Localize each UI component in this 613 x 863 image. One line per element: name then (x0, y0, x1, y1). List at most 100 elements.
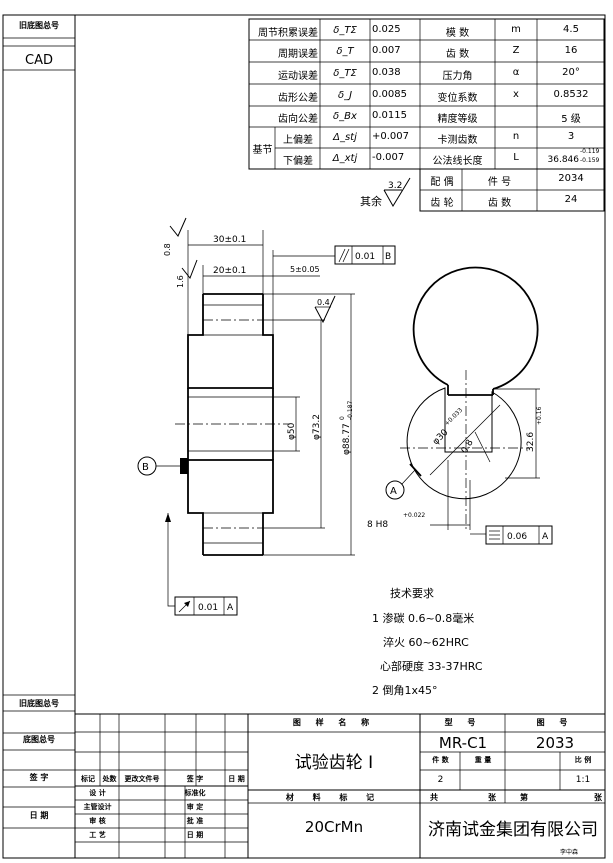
param-val2-6: 36.846 (547, 155, 580, 165)
runout-ref: A (227, 603, 234, 613)
param-val-1: 0.007 (372, 45, 401, 56)
mate-part-label: 件 号 (487, 177, 512, 188)
dim-5: 5±0.05 (290, 265, 320, 274)
dim-d8877-tol: -0.187 (347, 400, 354, 420)
dim-30: 30±0.1 (213, 235, 246, 245)
tb-qty-label: 件 数 (432, 756, 449, 764)
param-val2-5: 3 (567, 131, 575, 142)
param-val-6: -0.007 (372, 152, 405, 163)
parallelism-ref: B (385, 252, 391, 262)
tb-scale: 1:1 (575, 775, 591, 785)
param-name2-2: 压力角 (442, 71, 473, 82)
dims-width: 30±0.1 20±0.1 5±0.05 0.8 1.6 0.01 B 0.4 (163, 217, 396, 335)
runout-value: 0.01 (198, 603, 218, 613)
param-name2-5: 卡测齿数 (437, 135, 478, 146)
rev-label-count: 处数 (102, 775, 117, 783)
param-val2-3: 0.8532 (553, 89, 589, 100)
dim-keyw: 8 H8 (367, 520, 388, 530)
param-name2-1: 齿 数 (445, 49, 470, 60)
surface-finish-other: 其余 3.2 (360, 177, 411, 208)
param-name-0: 周节积累误差 (258, 28, 318, 39)
rough-08: 0.8 (163, 243, 172, 256)
param-sym2-5: n (512, 131, 520, 142)
symmetry-ref: A (542, 532, 549, 542)
tb-qty: 2 (437, 775, 444, 785)
tb-footer: 李中森 (560, 849, 579, 856)
sign-date: 日 期 (186, 831, 204, 839)
mate-gear-label: 齿 轮 (430, 198, 454, 209)
gear-section (175, 293, 290, 556)
dim-d8877-tol-up: 0 (339, 416, 346, 420)
dim-d50: φ50 (287, 422, 297, 440)
rev-label-date: 日 期 (228, 775, 245, 783)
datum-b-runout: B 0.01 A (137, 456, 238, 616)
note-2: 淬火 60~62HRC (383, 636, 469, 649)
tb-total-label: 共 (430, 793, 438, 802)
param-name2-0: 模 数 (445, 28, 470, 39)
dim-326: 32.6 (526, 432, 536, 452)
left-label-base: 底图总号 (22, 734, 55, 744)
tb-sheets-label-2: 张 (594, 793, 602, 802)
param-sym-0: δ_TΣ (333, 25, 357, 36)
tb-sheet-no-label: 第 (520, 793, 528, 802)
sign-check: 审 核 (89, 817, 106, 825)
param-val2-0: 4.5 (563, 24, 579, 35)
base-label: 基节 (252, 145, 273, 156)
left-label-date: 日 期 (30, 810, 49, 820)
datum-b-label: B (142, 462, 149, 473)
param-name-1: 周期误差 (278, 49, 318, 60)
mate-part-value: 2034 (558, 173, 584, 184)
runout-frame (174, 596, 238, 616)
datum-a-label: A (390, 486, 397, 497)
tb-company: 济南试金集团有限公司 (428, 820, 598, 840)
param-name-6: 下偏差 (283, 156, 313, 167)
dims-diameter: φ50 φ73.2 φ88.77 -0.187 0 (263, 293, 355, 556)
param-name-5: 上偏差 (283, 135, 313, 146)
left-label-top: 旧底图总号 (19, 20, 59, 30)
tb-drawing-no: 2033 (535, 734, 575, 752)
sign-process: 工 艺 (89, 831, 106, 839)
parameter-table (248, 18, 605, 212)
tb-part-name: 试验齿轮 I (294, 753, 374, 773)
tb-header-model: 型 号 (444, 718, 482, 727)
left-strip: 旧底图总号 CAD 旧底图总号 底图总号 签 字 日 期 (3, 20, 75, 829)
sign-standard: 标准化 (184, 789, 206, 797)
param-name-4: 齿向公差 (278, 114, 318, 125)
note-1: 1 渗碳 0.6~0.8毫米 (372, 612, 475, 625)
L-upper-tol: -0.119 (580, 148, 600, 155)
rev-label-mark: 标记 (81, 775, 95, 783)
cad-label: CAD (25, 53, 53, 68)
note-3: 心部硬度 33-37HRC (380, 660, 483, 673)
param-val-5: +0.007 (372, 131, 410, 142)
mate-teeth-value: 24 (564, 194, 578, 205)
param-sym2-2: α (512, 67, 520, 78)
tb-header-name: 图 样 名 称 (292, 718, 376, 727)
param-sym-5: Δ_stj (333, 132, 357, 143)
param-sym2-3: x (513, 89, 519, 100)
symmetry-frame (485, 525, 553, 545)
dim-d8877: φ88.77 (342, 423, 352, 455)
datum-a-circle (385, 480, 405, 500)
parallelism-frame (334, 245, 396, 265)
dim-d732: φ73.2 (312, 414, 322, 440)
parallelism-value: 0.01 (355, 252, 375, 262)
tb-weight-label: 重 量 (474, 756, 492, 764)
param-val-0: 0.025 (372, 24, 401, 35)
param-val2-2: 20° (562, 67, 580, 78)
tb-scale-label: 比 例 (574, 756, 592, 764)
param-val-3: 0.0085 (372, 89, 407, 100)
param-sym-4: δ_Bx (333, 111, 357, 122)
notes-title: 技术要求 (390, 587, 434, 600)
param-name-3: 齿形公差 (278, 93, 318, 104)
param-sym-3: δ_J (337, 90, 353, 101)
other-label: 其余 (360, 194, 382, 208)
L-lower-tol: -0.159 (580, 157, 600, 164)
param-name-2: 运动误差 (278, 71, 318, 82)
dim-20: 20±0.1 (213, 266, 246, 276)
sign-review: 审 定 (186, 803, 204, 811)
tb-model: MR-C1 (438, 734, 488, 752)
tb-header-drawing-no: 图 号 (536, 718, 574, 727)
rev-label-sign: 签 字 (186, 775, 204, 783)
